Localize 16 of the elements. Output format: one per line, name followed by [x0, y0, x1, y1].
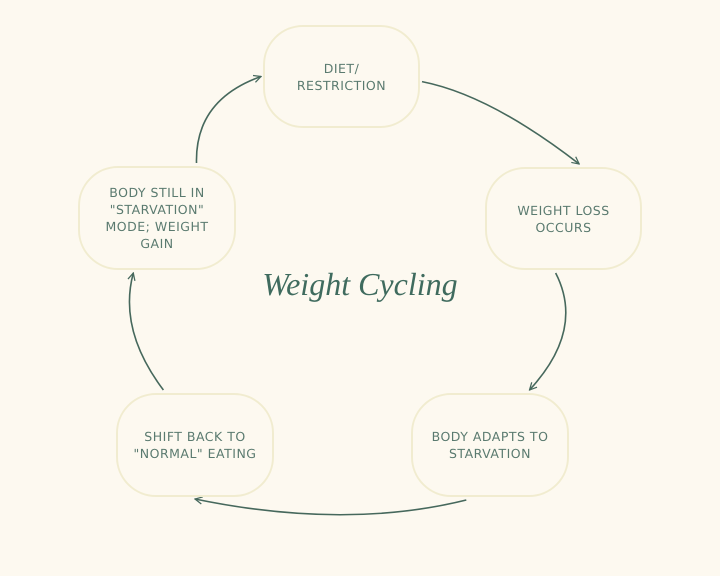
rounded-box: [411, 393, 569, 497]
curved-arrow: [194, 496, 466, 516]
rounded-box: [263, 25, 420, 128]
curved-arrow: [528, 272, 567, 391]
diagram-title: Weight Cycling: [261, 266, 459, 303]
step-text: BODY STILL IN "STARVATION" MODE; WEIGHT GAIN: [104, 184, 210, 252]
step-text: BODY ADAPTS TO STARVATION: [430, 428, 550, 462]
rounded-box: [485, 167, 642, 270]
step-text: DIET/ RESTRICTION: [296, 60, 388, 94]
curved-arrow: [196, 75, 262, 164]
step-text: SHIFT BACK TO "NORMAL" EATING: [132, 428, 258, 462]
rounded-box: [78, 166, 236, 270]
rounded-box: [116, 393, 274, 497]
step-text: WEIGHT LOSS OCCURS: [516, 202, 611, 236]
curved-arrow: [128, 272, 164, 390]
curved-arrow: [422, 80, 580, 165]
